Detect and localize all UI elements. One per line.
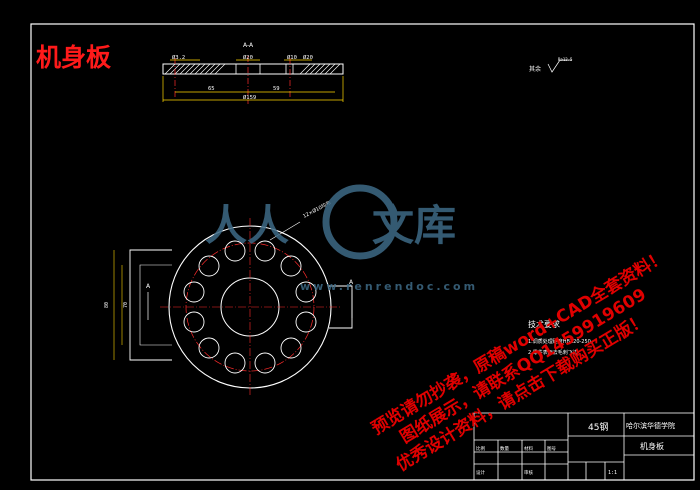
- watermark-url: www.renrendoc.com: [300, 280, 478, 293]
- tb-cell-scale: 比例: [476, 445, 485, 452]
- bolt-holes: [183, 240, 317, 374]
- roughness-mark: 其余 Ra12.5: [529, 57, 573, 73]
- title-block-school: 哈尔滨华德学院: [626, 421, 675, 430]
- section-centerlines: [174, 56, 291, 104]
- bolt-hole: [295, 281, 317, 303]
- bolt-hole: [183, 281, 205, 303]
- technical-notes: 技术要求 1.调质处理硬度HB220-250。 2.零件表面去毛刺飞边。: [528, 319, 596, 356]
- dim-d2: Ø20: [243, 54, 253, 61]
- bolt-hole: [254, 352, 276, 374]
- roughness-value: Ra12.5: [558, 57, 573, 62]
- dim-d3: Ø10: [287, 54, 297, 61]
- dim-d4: Ø20: [303, 54, 313, 61]
- notes-heading: 技术要求: [528, 319, 560, 329]
- section-label: A-A: [243, 42, 254, 49]
- section-hatch-left: [164, 63, 226, 75]
- bolt-hole: [224, 240, 246, 262]
- tb-cell-ratio: 1:1: [608, 470, 617, 476]
- section-view: A-A: [162, 42, 344, 104]
- roughness-label: 其余: [529, 65, 541, 73]
- dim-len-left: 65: [208, 86, 215, 92]
- watermark-logo-ring: [322, 184, 398, 260]
- tb-cell-qty: 数量: [500, 445, 509, 452]
- plan-centerlines: [160, 218, 340, 396]
- drawing-title: 机身板: [36, 43, 111, 72]
- dim-vertical-inner: 70: [123, 302, 129, 308]
- watermark-logo-text: 文库: [372, 201, 456, 250]
- tb-cell-design: 设计: [476, 469, 485, 476]
- left-boss-inner: [139, 264, 172, 346]
- roughness-symbol: [547, 59, 572, 73]
- dim-vertical: 80: [104, 302, 110, 308]
- left-boss: [129, 249, 172, 361]
- bolt-hole: [254, 240, 276, 262]
- dim-d1: Ø3.2: [172, 54, 185, 61]
- section-hatch-right: [299, 63, 341, 75]
- notes-line-1: 1.调质处理硬度HB220-250。: [528, 338, 596, 345]
- bolt-hole: [183, 311, 205, 333]
- bolt-hole: [280, 337, 302, 359]
- bolt-hole: [198, 337, 220, 359]
- plan-label-right: A: [349, 279, 354, 286]
- watermark-line-2: 图纸展示，请联系QQ1459919609: [396, 284, 650, 448]
- bolt-hole: [295, 311, 317, 333]
- bolt-hole: [224, 352, 246, 374]
- tb-cell-material: 材料: [524, 445, 533, 452]
- bolt-hole: [280, 255, 302, 277]
- dim-len-right: 59: [273, 86, 280, 92]
- plan-label-left: A: [146, 283, 151, 290]
- title-block-part-name: 机身板: [640, 441, 664, 451]
- tb-cell-review: 审核: [524, 469, 533, 476]
- watermark: 人人 文库 www.renrendoc.com: [205, 184, 478, 293]
- watermark-logo-mark: 人人: [205, 201, 289, 250]
- notes-line-2: 2.零件表面去毛刺飞边。: [528, 349, 583, 356]
- title-block-material: 45钢: [588, 421, 608, 433]
- bolt-hole: [198, 255, 220, 277]
- drawing-frame: [30, 23, 695, 481]
- dim-overall: Ø159: [243, 94, 256, 101]
- section-dimensions: [162, 59, 344, 102]
- plan-view: A A 12×Ø10均布 80 70: [104, 199, 354, 396]
- title-block: [473, 412, 695, 481]
- tb-cell-drawing-no: 图号: [547, 446, 556, 452]
- section-body: [162, 63, 344, 75]
